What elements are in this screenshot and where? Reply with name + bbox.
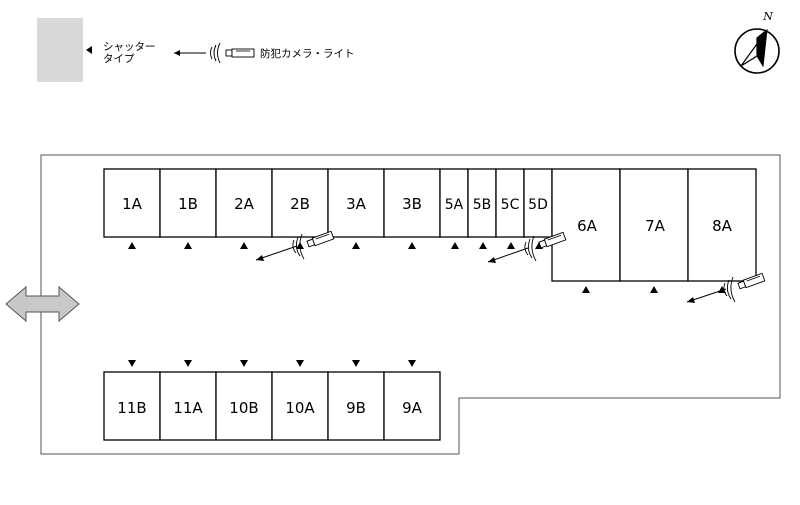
unit-label-5c: 5C [501,197,520,213]
unit-5a-box [439,168,469,238]
unit-3a-box [327,168,385,238]
shutter-swatch [37,18,83,82]
unit-label-1a: 1A [122,195,143,213]
compass-needle-right-icon [756,28,768,68]
triangle-marker-icon [296,360,304,367]
unit-label-5a: 5A [445,197,464,213]
unit-2b-box [271,168,329,238]
unit-label-3b: 3B [402,195,422,213]
bottom-row-units: 11B 11A 10B 10A 9B 9A [103,360,441,441]
camera-2-arrowhead [488,257,496,263]
triangle-marker-icon [507,242,515,249]
triangle-marker-icon [240,360,248,367]
compass: N [734,10,780,74]
unit-3b-box [383,168,441,238]
camera-3-arrowhead [687,297,695,303]
large-units: 6A 7A 8A [551,168,757,293]
triangle-marker-icon [184,360,192,367]
legend-camera-arrowhead [174,50,180,56]
unit-label-1b: 1B [178,195,198,213]
security-camera-3 [686,272,766,303]
unit-label-10b: 10B [229,399,258,417]
unit-9b-box [327,371,385,441]
triangle-marker-icon [408,242,416,249]
unit-label-5b: 5B [473,197,492,213]
unit-11b-box [103,371,161,441]
triangle-marker-icon [582,286,590,293]
unit-5b-box [467,168,497,238]
security-camera-icon [306,230,335,248]
triangle-marker-icon [479,242,487,249]
security-camera-icon [225,48,255,58]
legend-camera-waves [210,42,221,64]
unit-label-11b: 11B [117,399,146,417]
triangle-marker-icon [451,242,459,249]
lot-boundary [40,154,781,455]
unit-label-2b: 2B [290,195,310,213]
security-camera-icon [538,231,567,249]
unit-7a-box [619,168,689,282]
security-camera-1 [255,230,335,261]
camera-3-waves [723,276,736,303]
unit-label-8a: 8A [712,217,733,235]
unit-label-5d: 5D [528,197,548,213]
unit-8a-box [687,168,757,282]
unit-label-3a: 3A [346,195,367,213]
unit-label-6a: 6A [577,217,598,235]
triangle-marker-icon [352,242,360,249]
security-camera-icon [737,272,766,290]
triangle-marker-icon [128,242,136,249]
unit-6a-box [551,168,621,282]
unit-9a-box [383,371,441,441]
unit-5c-box [495,168,525,238]
triangle-marker-icon [240,242,248,249]
unit-11a-box [159,371,217,441]
unit-10b-box [215,371,273,441]
legend-shutter: シャッター タイプ [37,18,156,82]
triangle-marker-icon [650,286,658,293]
camera-1-arrowhead [256,255,264,261]
legend-camera: 防犯カメラ・ライト [174,42,355,64]
unit-label-7a: 7A [645,217,666,235]
unit-label-10a: 10A [285,399,315,417]
security-camera-2 [487,231,567,263]
triangle-marker-icon [128,360,136,367]
camera-2-waves [524,235,537,262]
legend-shutter-line1: シャッター [103,41,156,53]
shutter-pointer-icon [86,46,92,54]
camera-1-waves [292,233,305,260]
triangle-marker-icon [408,360,416,367]
legend-camera-label: 防犯カメラ・ライト [260,47,355,60]
triangle-marker-icon [352,360,360,367]
triangle-marker-icon [184,242,192,249]
compass-north-label: N [762,10,773,23]
unit-5d-box [523,168,553,238]
legend-shutter-line2: タイプ [103,53,135,65]
top-row-units: 1A 1B 2A 2B 3A 3B 5A 5B 5C 5D [103,168,553,249]
unit-label-9a: 9A [402,399,423,417]
unit-2a-box [215,168,273,238]
unit-label-2a: 2A [234,195,255,213]
unit-label-11a: 11A [173,399,203,417]
unit-label-9b: 9B [346,399,366,417]
entrance-double-arrow-icon [5,285,80,323]
